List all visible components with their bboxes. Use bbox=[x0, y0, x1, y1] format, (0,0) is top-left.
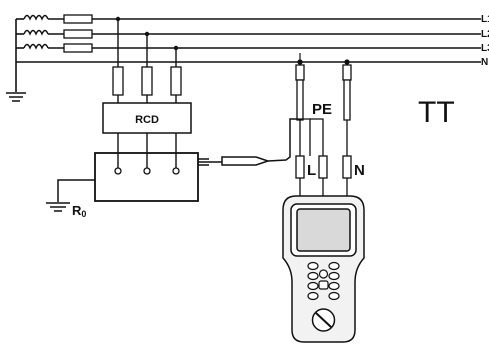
fuse-l3 bbox=[63, 43, 93, 53]
tester-screen bbox=[296, 208, 351, 252]
lead-plugs bbox=[295, 155, 352, 200]
fuse-rcd-3 bbox=[170, 66, 182, 96]
line-l2-label: L2 bbox=[481, 29, 489, 40]
installation-earth-wiring bbox=[46, 179, 95, 212]
fuse-l2 bbox=[63, 29, 93, 39]
earth-resistance-label: R0 bbox=[72, 203, 86, 219]
transformer-earth-symbol bbox=[6, 92, 26, 102]
fuse-rcd-2 bbox=[141, 66, 153, 96]
handheld-tester bbox=[282, 195, 365, 343]
rcd-label: RCD bbox=[135, 114, 159, 126]
installation-enclosure bbox=[94, 152, 199, 202]
pe-test-lead bbox=[198, 118, 297, 166]
pe-lead bbox=[297, 118, 324, 156]
line-l1-label: L1 bbox=[481, 14, 489, 25]
tester-keypad bbox=[307, 261, 340, 301]
line-l3-label: L3 bbox=[481, 43, 489, 54]
plug-n bbox=[342, 155, 352, 179]
plug-pe-right bbox=[318, 155, 328, 179]
pe-label: PE bbox=[312, 101, 332, 118]
probe-l-label: L bbox=[307, 162, 316, 179]
test-probe-n bbox=[342, 59, 352, 156]
test-probe-l bbox=[295, 53, 305, 156]
fuse-rcd-1 bbox=[112, 66, 124, 96]
neutral-label: N bbox=[481, 57, 488, 68]
rcd-supply-drops bbox=[117, 19, 177, 103]
probe-n-label: N bbox=[354, 162, 365, 179]
rcd-outputs bbox=[117, 133, 177, 168]
rcd-fuses bbox=[112, 66, 182, 96]
fuse-l1 bbox=[63, 14, 93, 24]
socket-terminals bbox=[114, 167, 180, 175]
system-type-label: TT bbox=[418, 96, 455, 129]
tap-dots bbox=[115, 16, 179, 51]
transformer-coils bbox=[23, 14, 49, 50]
supply-fuses bbox=[63, 14, 93, 53]
plug-pe-left bbox=[295, 155, 305, 179]
supply-lines bbox=[15, 18, 481, 92]
